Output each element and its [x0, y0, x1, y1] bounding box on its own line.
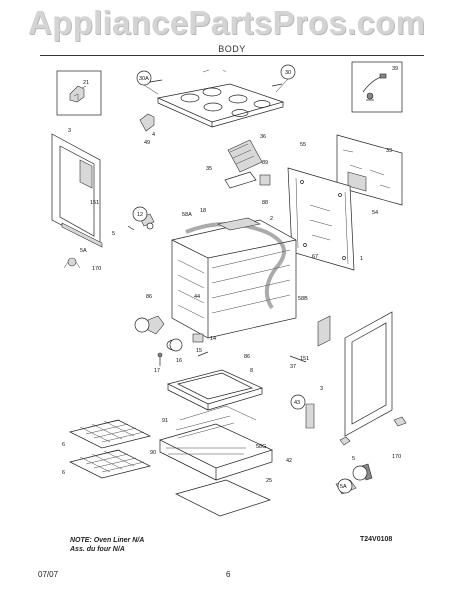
- callout-44: 44: [194, 294, 200, 300]
- callout-170-lower: 170: [392, 454, 401, 460]
- callout-5a-lower: 5A: [340, 484, 347, 490]
- callout-43: 43: [294, 400, 300, 406]
- callout-14: 14: [210, 336, 216, 342]
- note-line-2: Ass. du four N/A: [70, 546, 125, 553]
- part-21-box: [56, 70, 102, 116]
- callout-5-upper: 5: [112, 231, 115, 237]
- callout-39: 39: [392, 66, 398, 72]
- callout-labels: 21 30A 30 39 3 4 49 36 35 89 88 55 33 54…: [62, 66, 401, 490]
- callout-3-upper: 3: [68, 128, 71, 134]
- callout-86-right: 86: [244, 354, 250, 360]
- callout-5-lower: 5: [352, 456, 355, 462]
- callout-89: 89: [262, 160, 268, 166]
- callout-6-upper: 6: [62, 442, 65, 448]
- part-3-door-right: [317, 311, 393, 437]
- callout-49: 49: [144, 140, 150, 146]
- callout-42: 42: [286, 458, 292, 464]
- callout-58a: 58A: [182, 212, 192, 218]
- part-39-box: [351, 61, 403, 113]
- callout-8: 8: [250, 368, 253, 374]
- note-line-1: NOTE: Oven Liner N/A: [70, 537, 145, 544]
- oven-liner-note: NOTE: Oven Liner N/A Ass. du four N/A: [70, 536, 144, 554]
- callout-90: 90: [150, 450, 156, 456]
- callout-54: 54: [372, 210, 378, 216]
- watermark-logo: AppliancePartsPros.com: [28, 4, 426, 41]
- callout-30: 30: [285, 70, 291, 76]
- part-36-vent: [224, 139, 271, 189]
- callout-35: 35: [206, 166, 212, 172]
- callout-6-lower: 6: [62, 470, 65, 476]
- callout-30a: 30A: [139, 76, 149, 82]
- oven-cavity: [171, 217, 297, 339]
- footer-page-number: 6: [226, 570, 231, 579]
- callout-86-left: 86: [146, 294, 152, 300]
- part-6-oven-racks: [68, 419, 152, 479]
- callout-18: 18: [200, 208, 206, 214]
- part-4-top-panel: [139, 69, 285, 132]
- callout-25: 25: [266, 478, 272, 484]
- callout-36: 36: [260, 134, 266, 140]
- part-42-storage-drawer: [159, 405, 273, 481]
- callout-4: 4: [152, 132, 155, 138]
- callout-55: 55: [300, 142, 306, 148]
- callout-151-upper: 151: [90, 200, 99, 206]
- header-rule: [40, 55, 424, 56]
- callout-21: 21: [83, 80, 89, 86]
- callout-151-lower: 151: [300, 356, 309, 362]
- callout-5a-upper: 5A: [80, 248, 87, 254]
- callout-91: 91: [162, 418, 168, 424]
- callout-16: 16: [176, 358, 182, 364]
- part-3-door-left: [51, 133, 103, 248]
- part-25-drawer-bottom: [175, 479, 271, 517]
- callout-1: 1: [360, 256, 363, 262]
- callout-circles: [132, 64, 368, 494]
- callout-12: 12: [137, 212, 143, 218]
- section-title: BODY: [218, 44, 246, 54]
- footer-date: 07/07: [38, 570, 59, 579]
- callout-170-upper: 170: [92, 266, 101, 272]
- callout-3-lower: 3: [320, 386, 323, 392]
- callout-58b: 58B: [298, 296, 308, 302]
- diagram-code: T24V0108: [360, 536, 393, 543]
- part-1-cabinet-side: [287, 167, 355, 271]
- callout-67: 67: [312, 254, 318, 260]
- callout-58g: 58G: [256, 444, 266, 450]
- callout-33: 33: [386, 148, 392, 154]
- callout-17: 17: [154, 368, 160, 374]
- callout-2: 2: [270, 216, 273, 222]
- callout-37: 37: [290, 364, 296, 370]
- part-8-broiler-pan: [167, 369, 264, 411]
- callout-88: 88: [262, 200, 268, 206]
- callout-15: 15: [196, 348, 202, 354]
